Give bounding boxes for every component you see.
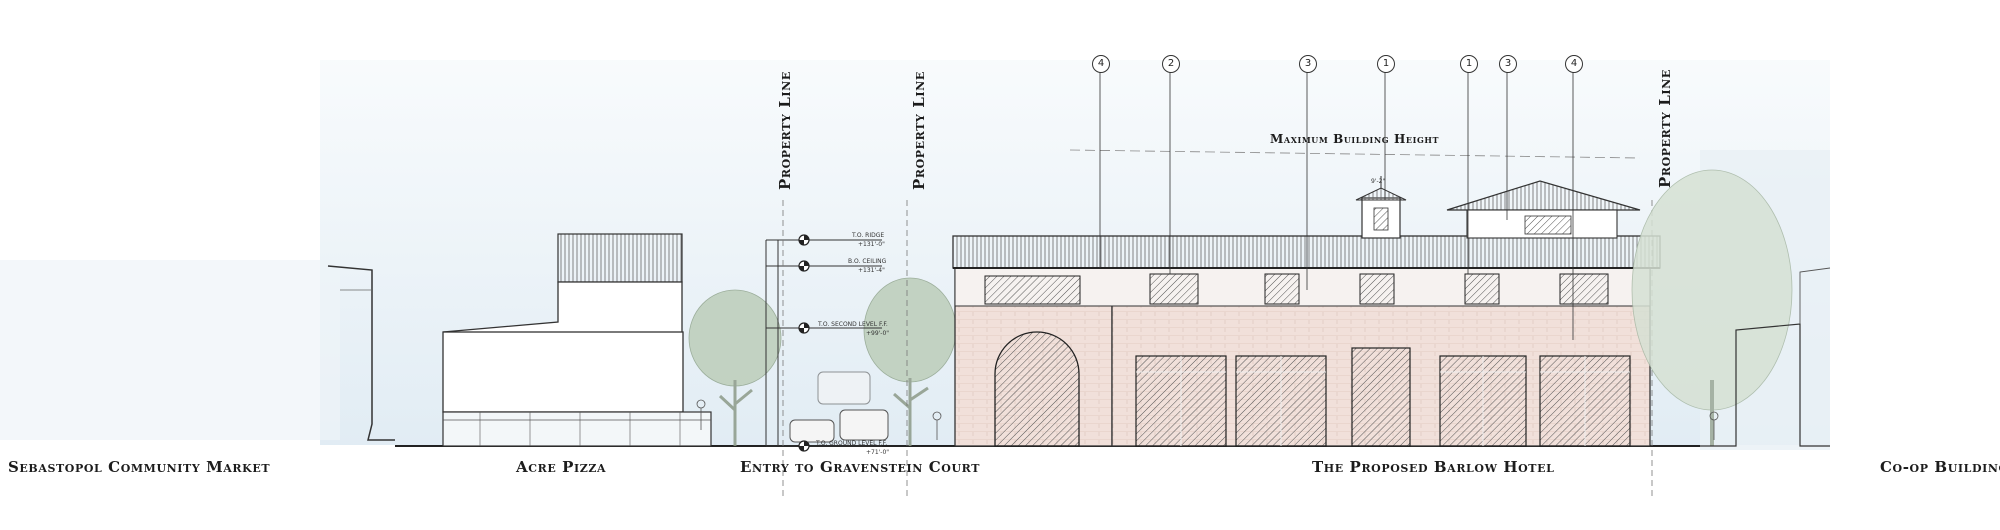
label-coop-building: Co-op Building [1880, 458, 2000, 476]
label-barlow-hotel: The Proposed Barlow Hotel [1312, 458, 1555, 476]
callout-2: 2 [1162, 55, 1180, 73]
arched-window [994, 331, 1080, 447]
max-building-height-label: Maximum Building Height [1270, 132, 1440, 146]
level-ridge-elev: +131'-0" [858, 241, 885, 248]
callout-4-left: 4 [1092, 55, 1110, 73]
callout-3-right: 3 [1499, 55, 1517, 73]
upper-windows [984, 273, 1609, 305]
level-second-elev: +99'-0" [866, 330, 890, 337]
coop-building [1700, 267, 1831, 447]
label-acre-pizza: Acre Pizza [516, 458, 607, 476]
property-line-label-2: Property Line [910, 71, 928, 190]
hotel-roof [952, 235, 1661, 269]
level-marker-fill-4 [799, 441, 809, 451]
courtyard-trees [688, 277, 957, 446]
callout-4-right: 4 [1565, 55, 1583, 73]
level-ground-elev: +71'-0" [866, 449, 890, 456]
callout-3-left: 3 [1299, 55, 1317, 73]
sky-wash-left [0, 260, 340, 440]
level-second-name: T.O. SECOND LEVEL F.F. [818, 321, 888, 328]
max-height-line [1069, 149, 1641, 159]
level-ground-name: T.O. GROUND LEVEL F.F. [816, 440, 888, 447]
level-marker-fill-3 [799, 323, 809, 333]
level-markers [798, 234, 810, 452]
acre-pizza-building [442, 233, 712, 447]
barlow-hotel [952, 176, 1661, 447]
label-community-market: Sebastopol Community Market [8, 458, 271, 476]
right-tree [1631, 169, 1793, 446]
level-marker-fill-2 [799, 261, 809, 271]
level-ceiling-elev: +131'-4" [858, 267, 885, 274]
storefront-mullions [1136, 356, 1630, 446]
level-datum [765, 239, 882, 447]
callout-1-left: 1 [1377, 55, 1395, 73]
property-line-label-3: Property Line [1656, 69, 1674, 188]
label-gravenstein-entry: Entry to Gravenstein Court [740, 458, 980, 476]
figures [932, 411, 1719, 440]
callout-leaders [1099, 72, 1574, 340]
level-ceiling-name: B.O. CEILING [848, 258, 887, 265]
cupola-dimension-note: 9'-2" [1371, 178, 1386, 185]
parked-cars [789, 371, 889, 443]
property-line-label-1: Property Line [776, 71, 794, 190]
callout-1-right: 1 [1460, 55, 1478, 73]
storefronts [1135, 347, 1631, 447]
level-marker-fill-1 [799, 235, 809, 245]
level-ridge-name: T.O. RIDGE [852, 232, 885, 239]
community-market-building [327, 265, 395, 441]
